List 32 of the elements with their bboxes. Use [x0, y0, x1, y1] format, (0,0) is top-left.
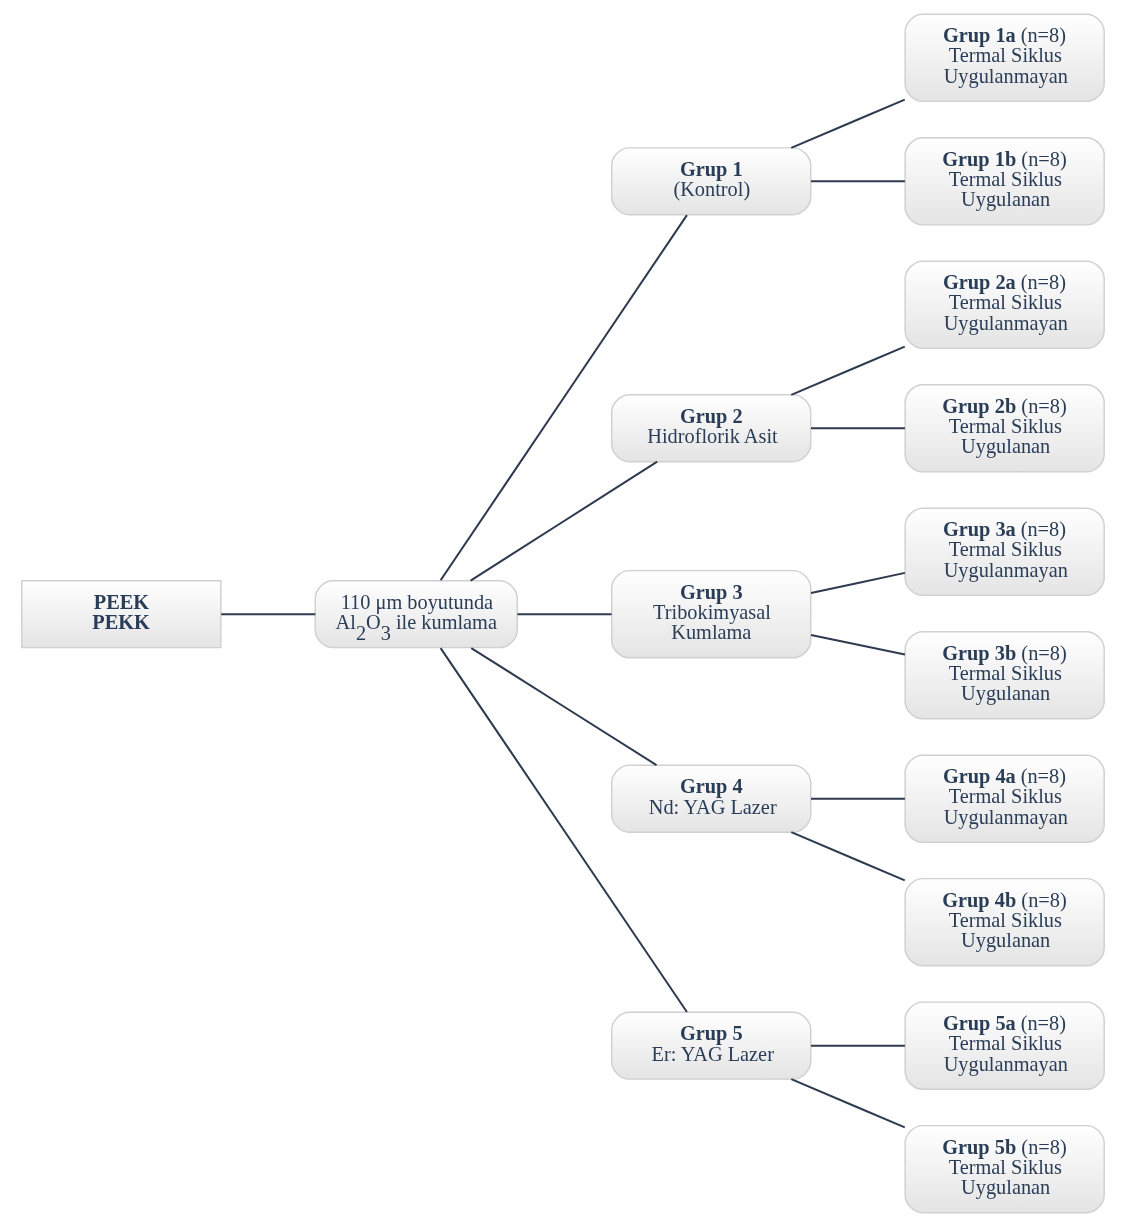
connector — [811, 1044, 905, 1047]
node-box: Grup 1a (n=8) Termal Siklus Uygulanmayan — [904, 13, 1105, 103]
connector — [790, 345, 906, 396]
node-box: Grup 4 Nd: YAG Lazer — [610, 764, 812, 833]
connector — [439, 647, 688, 1013]
connector — [221, 613, 316, 616]
node-box: Grup 5b (n=8) Termal Siklus Uygulanan — [904, 1124, 1105, 1214]
connector — [790, 831, 906, 882]
connector — [470, 460, 658, 582]
node-box: Grup 3a (n=8) Termal Siklus Uygulanmayan — [904, 507, 1105, 597]
connector — [811, 797, 905, 800]
node-box: Grup 2a (n=8) Termal Siklus Uygulanmayan — [904, 260, 1105, 350]
node-box: Grup 2 Hidroflorik Asit — [610, 394, 812, 463]
node-box: PEEK PEKK — [21, 580, 222, 649]
node-box: Grup 4a (n=8) Termal Siklus Uygulanmayan — [904, 754, 1105, 844]
node-box: Grup 3b (n=8) Termal Siklus Uygulanan — [904, 630, 1105, 720]
connector — [439, 214, 688, 581]
connector — [810, 633, 906, 656]
node-box: Grup 5 Er: YAG Lazer — [610, 1011, 812, 1080]
connector — [517, 613, 612, 616]
node-box: Grup 3 Tribokimyasal Kumlama — [610, 569, 812, 659]
connector — [790, 98, 906, 149]
connector — [811, 427, 905, 430]
node-box: Grup 2b (n=8) Termal Siklus Uygulanan — [904, 383, 1105, 473]
node-box: Grup 5a (n=8) Termal Siklus Uygulanmayan — [904, 1001, 1105, 1091]
connector — [810, 571, 906, 595]
node-box: Grup 1b (n=8) Termal Siklus Uygulanan — [904, 136, 1105, 226]
connector — [470, 647, 658, 766]
node-box: Grup 1 (Kontrol) — [610, 147, 812, 216]
node-box: Grup 4b (n=8) Termal Siklus Uygulanan — [904, 877, 1105, 967]
connector — [790, 1078, 906, 1129]
connector — [811, 180, 905, 183]
